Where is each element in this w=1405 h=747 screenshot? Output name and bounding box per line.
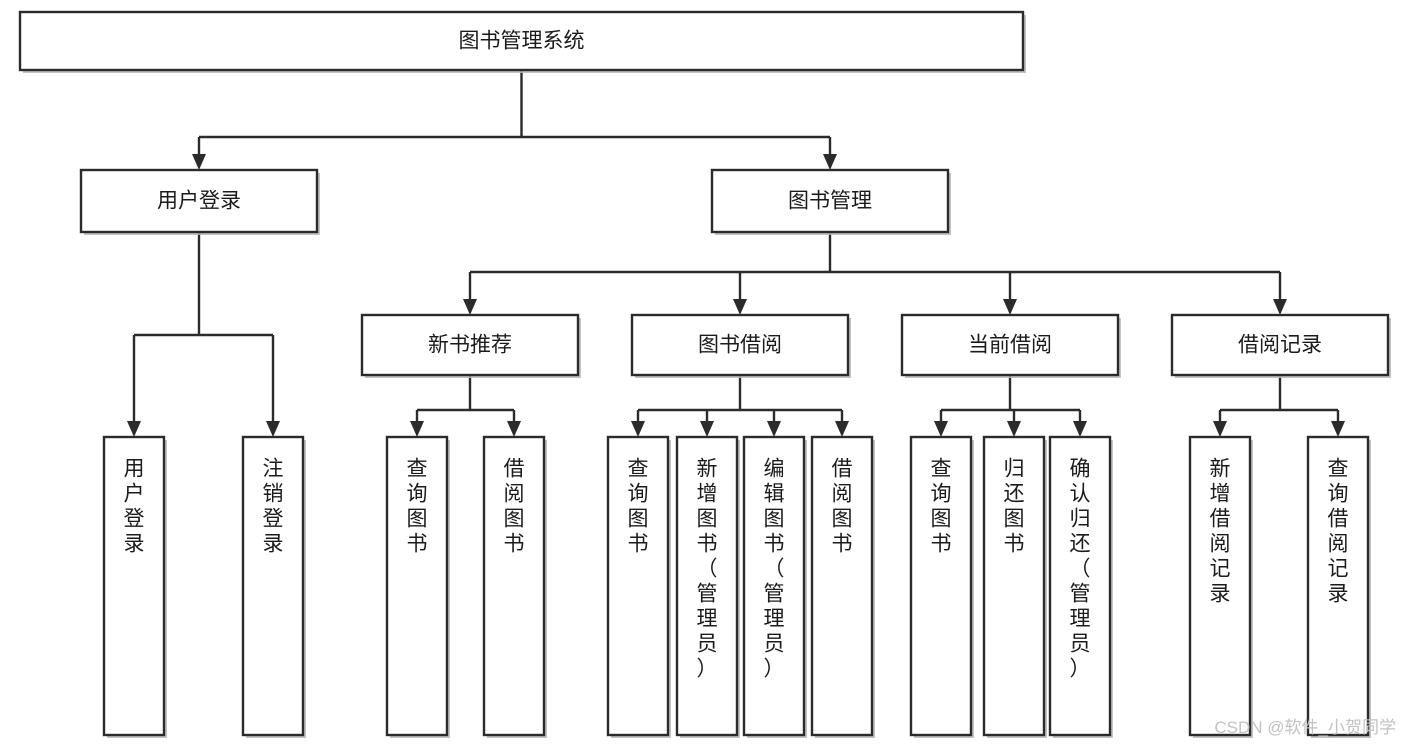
node-box[interactable] xyxy=(606,435,670,737)
node-book-management[interactable]: 图书管理 xyxy=(710,168,951,235)
arrowhead-icon xyxy=(410,421,424,437)
node-label: 图书管理 xyxy=(788,190,872,213)
node-recommend-query-book[interactable]: 查询图书 xyxy=(385,435,450,738)
node-user-logout[interactable]: 注销登录 xyxy=(241,435,306,738)
arrowhead-icon xyxy=(767,421,781,437)
node-current-query-book[interactable]: 查询图书 xyxy=(909,435,974,738)
node-label: 查询借阅记录 xyxy=(1328,458,1349,606)
node-label: 图书借阅 xyxy=(698,334,782,357)
node-recommend-borrow-book[interactable]: 借阅图书 xyxy=(482,435,547,738)
node-borrow-add-book[interactable]: 新增图书（管理员） xyxy=(675,435,740,738)
node-box[interactable] xyxy=(710,168,950,234)
node-current-confirm-return[interactable]: 确认归还（管理员） xyxy=(1048,435,1113,738)
node-box[interactable] xyxy=(810,435,874,737)
node-borrow-edit-book[interactable]: 编辑图书（管理员） xyxy=(742,435,807,738)
node-record-add[interactable]: 新增借阅记录 xyxy=(1188,435,1253,738)
node-label: 注销登录 xyxy=(263,458,284,556)
node-label: 用户登录 xyxy=(124,458,145,556)
node-label: 查询图书 xyxy=(628,458,649,556)
arrowhead-icon xyxy=(631,421,645,437)
arrowhead-icon xyxy=(1213,421,1227,437)
arrowhead-icon xyxy=(835,421,849,437)
node-label: 新书推荐 xyxy=(428,334,512,357)
node-current-return-book[interactable]: 归还图书 xyxy=(982,435,1047,738)
node-box[interactable] xyxy=(18,10,1025,72)
arrowhead-icon xyxy=(1073,421,1087,437)
node-box[interactable] xyxy=(742,435,806,737)
node-box[interactable] xyxy=(360,313,580,377)
node-label: 查询图书 xyxy=(931,458,952,556)
arrowhead-icon xyxy=(733,299,747,315)
arrowhead-icon xyxy=(266,421,280,437)
node-box[interactable] xyxy=(385,435,449,737)
node-box[interactable] xyxy=(630,313,850,377)
arrowhead-icon xyxy=(192,154,206,170)
node-box[interactable] xyxy=(79,168,319,234)
arrowhead-icon xyxy=(127,421,141,437)
node-label: 借阅图书 xyxy=(504,458,525,556)
node-label: 确认归还（管理员） xyxy=(1070,458,1091,681)
node-borrow-query-book[interactable]: 查询图书 xyxy=(606,435,671,738)
arrowhead-icon xyxy=(463,299,477,315)
arrowhead-icon xyxy=(823,154,837,170)
node-label: 当前借阅 xyxy=(968,334,1052,357)
node-box[interactable] xyxy=(909,435,973,737)
node-borrow-borrow-book[interactable]: 借阅图书 xyxy=(810,435,875,738)
node-record-query[interactable]: 查询借阅记录 xyxy=(1306,435,1371,738)
connectors-layer xyxy=(127,70,1345,437)
arrowhead-icon xyxy=(1331,421,1345,437)
node-label: 编辑图书（管理员） xyxy=(764,458,785,681)
node-box[interactable] xyxy=(675,435,739,737)
node-book-borrow[interactable]: 图书借阅 xyxy=(630,313,851,378)
node-box[interactable] xyxy=(482,435,546,737)
arrowhead-icon xyxy=(700,421,714,437)
arrowhead-icon xyxy=(1273,299,1287,315)
node-label: 图书管理系统 xyxy=(459,30,585,53)
arrowhead-icon xyxy=(1003,299,1017,315)
node-new-book-recommend[interactable]: 新书推荐 xyxy=(360,313,581,378)
node-label: 新增图书（管理员） xyxy=(697,458,718,681)
node-label: 归还图书 xyxy=(1004,458,1025,556)
node-box[interactable] xyxy=(1306,435,1370,737)
node-box[interactable] xyxy=(982,435,1046,737)
node-borrow-records[interactable]: 借阅记录 xyxy=(1170,313,1391,378)
arrowhead-icon xyxy=(1007,421,1021,437)
node-label: 查询图书 xyxy=(407,458,428,556)
node-user-login[interactable]: 用户登录 xyxy=(79,168,320,235)
node-root[interactable]: 图书管理系统 xyxy=(18,10,1026,73)
node-box[interactable] xyxy=(900,313,1120,377)
arrowhead-icon xyxy=(507,421,521,437)
node-label: 用户登录 xyxy=(157,190,241,213)
node-label: 新增借阅记录 xyxy=(1210,458,1231,606)
node-box[interactable] xyxy=(241,435,305,737)
node-box[interactable] xyxy=(1048,435,1112,737)
node-label: 借阅记录 xyxy=(1238,334,1322,357)
nodes-layer: 图书管理系统用户登录用户登录注销登录图书管理新书推荐查询图书借阅图书图书借阅查询… xyxy=(18,10,1391,738)
node-box[interactable] xyxy=(102,435,166,737)
node-box[interactable] xyxy=(1188,435,1252,737)
arrowhead-icon xyxy=(934,421,948,437)
node-user-login-do[interactable]: 用户登录 xyxy=(102,435,167,738)
node-label: 借阅图书 xyxy=(832,458,853,556)
csdn-watermark: CSDN @软件_小贺同学 xyxy=(1214,718,1396,737)
node-current-borrow[interactable]: 当前借阅 xyxy=(900,313,1121,378)
node-box[interactable] xyxy=(1170,313,1390,377)
